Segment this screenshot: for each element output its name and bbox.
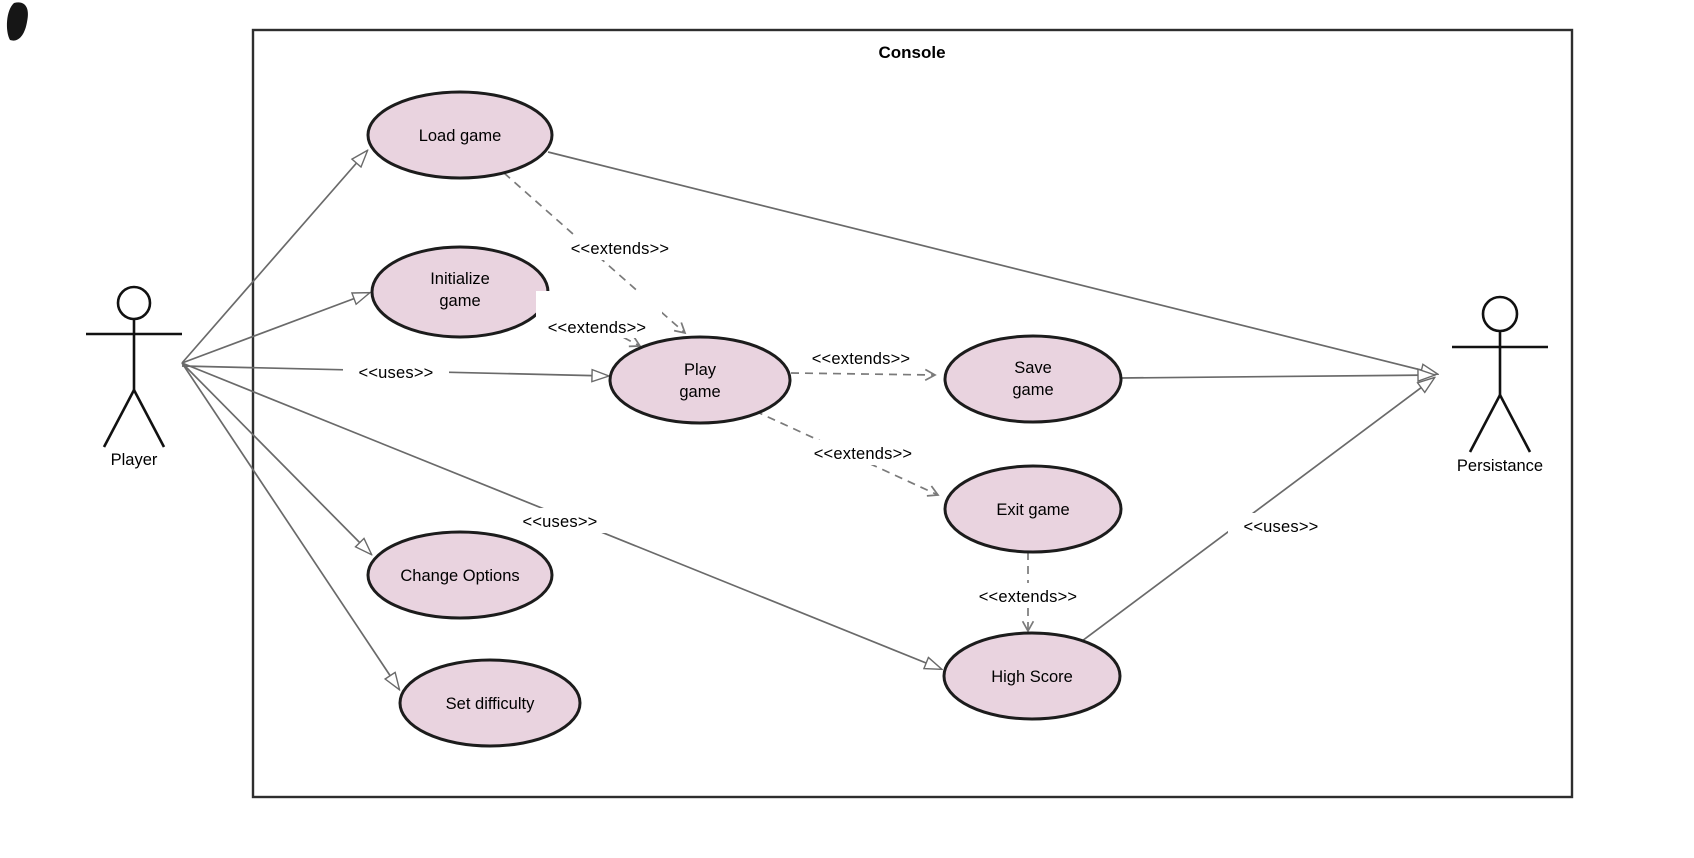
stereotype-uses-player-highscore: <<uses>>	[507, 508, 613, 533]
stereotype-text: <<extends>>	[979, 588, 1078, 606]
label-bg	[966, 583, 1090, 608]
stereotype-extends-load-play: <<extends>>	[558, 235, 682, 260]
label-bg	[1228, 513, 1334, 538]
stereotype-extends-play-save: <<extends>>	[799, 345, 923, 370]
association-save-game-persistance	[1120, 375, 1434, 378]
actor-player-label: Player	[111, 451, 158, 469]
stereotype-text: <<extends>>	[814, 445, 913, 463]
usecase-save-game-shape	[943, 334, 1123, 424]
actor-player-head	[116, 285, 152, 321]
label-bg	[799, 345, 923, 370]
association-high-score-persistance	[1081, 378, 1434, 642]
stereotype-uses-player-play: <<uses>>	[343, 359, 449, 384]
usecase-initialize-game: Initialize game	[370, 245, 550, 339]
usecase-exit-game-label: Exit game	[996, 501, 1069, 519]
usecase-save-game-label-line1: Save	[1014, 359, 1052, 377]
stereotype-text: <<extends>>	[571, 240, 670, 258]
actor-player-leg-left	[102, 389, 136, 448]
system-boundary	[251, 28, 1574, 799]
usecase-change-options: Change Options	[366, 530, 554, 620]
usecase-initialize-game-label-line2: game	[439, 292, 480, 310]
actor-persistance-leg-left	[1468, 394, 1502, 453]
corner-artifact	[6, 2, 28, 41]
association-player-load-game	[181, 151, 367, 364]
usecase-play-game: Play game	[608, 335, 792, 425]
label-bg	[343, 359, 449, 384]
usecase-set-difficulty-label: Set difficulty	[446, 695, 535, 713]
usecase-initialize-game-label-line1: Initialize	[430, 270, 490, 288]
actor-persistance-label: Persistance	[1457, 457, 1543, 475]
actor-persistance: Persistance	[1452, 295, 1548, 475]
usecase-high-score: High Score	[942, 631, 1122, 721]
stereotype-extends-initialize-play: <<extends>>	[536, 291, 662, 338]
stereotype-text: <<uses>>	[1244, 518, 1319, 536]
usecase-play-game-label-line1: Play	[684, 361, 717, 379]
stereotype-extends-exit-highscore: <<extends>>	[966, 583, 1090, 608]
association-player-change-options	[181, 362, 371, 554]
label-bg	[801, 440, 925, 465]
usecase-load-game: Load game	[366, 90, 554, 180]
system-boundary-title: Console	[878, 43, 945, 62]
usecase-load-game-shape	[366, 90, 554, 180]
stereotype-text: <<extends>>	[812, 350, 911, 368]
usecase-set-difficulty-shape	[398, 658, 582, 748]
usecase-exit-game: Exit game	[943, 464, 1123, 554]
stereotype-extends-play-exit: <<extends>>	[801, 440, 925, 465]
usecase-load-game-label: Load game	[419, 127, 502, 145]
usecase-save-game-label-line2: game	[1012, 381, 1053, 399]
label-bg	[558, 235, 682, 260]
usecase-change-options-label: Change Options	[400, 567, 519, 585]
label-bg	[536, 291, 662, 338]
association-load-game-persistance	[547, 151, 1437, 374]
actor-player-leg-right	[132, 389, 166, 448]
usecase-change-options-shape	[366, 530, 554, 620]
stereotype-uses-highscore-persistance: <<uses>>	[1228, 513, 1334, 538]
association-player-initialize-game	[181, 293, 369, 364]
usecase-high-score-label: High Score	[991, 668, 1073, 686]
usecase-exit-game-shape	[943, 464, 1123, 554]
usecase-high-score-shape	[942, 631, 1122, 721]
stereotype-text: <<extends>>	[548, 319, 647, 337]
stereotype-text: <<uses>>	[523, 513, 598, 531]
actor-persistance-leg-right	[1498, 394, 1532, 453]
actor-persistance-head	[1481, 295, 1519, 333]
usecase-set-difficulty: Set difficulty	[398, 658, 582, 748]
extends-play-game-save-game	[790, 368, 937, 382]
label-bg	[507, 508, 613, 533]
association-player-set-difficulty	[181, 362, 399, 689]
usecase-save-game: Save game	[943, 334, 1123, 424]
stereotype-text: <<uses>>	[359, 364, 434, 382]
actor-player: Player	[86, 285, 182, 469]
usecase-play-game-shape	[608, 335, 792, 425]
usecase-play-game-label-line2: game	[679, 383, 720, 401]
